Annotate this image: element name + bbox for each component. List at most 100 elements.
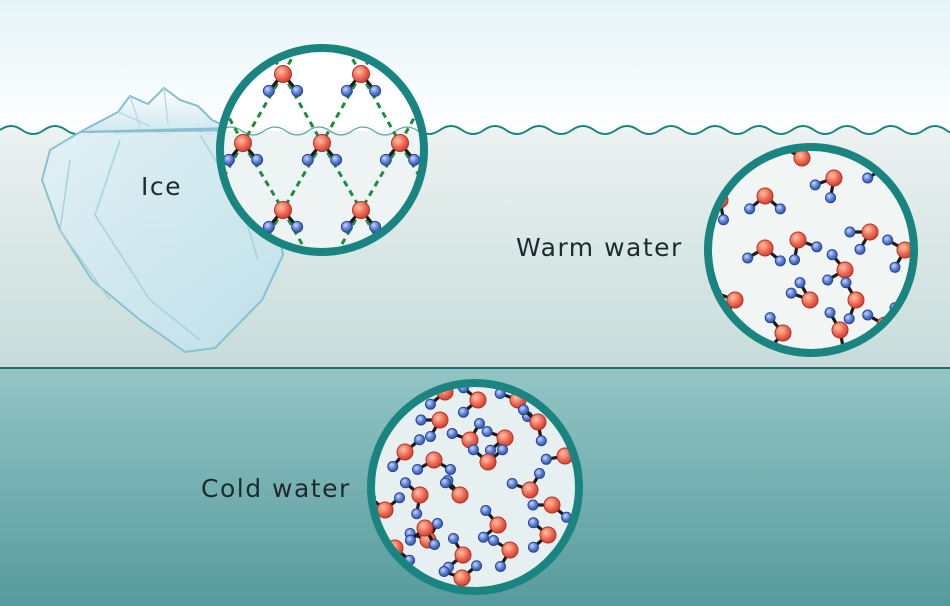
water-molecule: [262, 65, 304, 97]
water-molecule: [262, 201, 304, 233]
hydrogen-atom-icon: [448, 533, 459, 545]
oxygen-atom-icon: [831, 321, 849, 339]
water-molecule: [446, 418, 485, 449]
hydrogen-atom-icon: [411, 508, 423, 520]
hydrogen-atom-icon: [811, 241, 823, 253]
water-molecule: [340, 201, 382, 233]
water-molecule: [222, 134, 264, 166]
oxygen-atom-icon: [313, 134, 331, 152]
hydrogen-atom-icon: [774, 255, 786, 267]
oxygen-atom-icon: [789, 231, 807, 249]
hydrogen-atom-icon: [809, 179, 821, 191]
water-molecule: [438, 560, 483, 587]
oxygen-atom-icon: [376, 501, 394, 519]
oxygen-atom-icon: [847, 291, 865, 309]
hydrogen-atom-icon: [862, 309, 874, 321]
cold-water-zoom-circle: [367, 379, 583, 595]
water-molecule: [467, 444, 509, 471]
water-molecule: [527, 496, 573, 523]
water-molecule: [488, 535, 519, 572]
hydrogen-atom-icon: [488, 535, 500, 546]
oxygen-atom-icon: [825, 169, 843, 187]
hydrogen-atom-icon: [330, 153, 343, 166]
oxygen-atom-icon: [454, 546, 472, 564]
oxygen-atom-icon: [451, 486, 469, 504]
oxygen-atom-icon: [416, 519, 434, 537]
water-molecule: [764, 312, 792, 353]
oxygen-atom-icon: [501, 541, 519, 559]
hydrogen-atom-icon: [291, 84, 304, 97]
hydrogen-atom-icon: [506, 478, 518, 490]
water-molecule: [517, 404, 547, 447]
water-molecule: [506, 468, 545, 499]
oxygen-atom-icon: [274, 201, 292, 219]
oxygen-atom-icon: [352, 201, 370, 219]
water-molecule: [742, 239, 786, 267]
hydrogen-atom-icon: [843, 313, 855, 325]
oxygen-atom-icon: [469, 391, 487, 409]
hydrogen-atom-icon: [882, 234, 894, 246]
water-molecule: [379, 134, 421, 166]
oxygen-atom-icon: [234, 134, 252, 152]
hydrogen-atom-icon: [369, 220, 382, 233]
oxygen-atom-icon: [529, 413, 547, 431]
hydrogen-atom-icon: [425, 430, 436, 442]
water-molecule: [809, 169, 843, 204]
oxygen-atom-icon: [396, 443, 414, 461]
oxygen-atom-icon: [756, 187, 774, 205]
oxygen-atom-icon: [274, 65, 292, 83]
water-molecule: [844, 223, 879, 255]
hydrogen-atom-icon: [785, 287, 797, 299]
hydrogen-atom-icon: [527, 541, 539, 553]
water-molecule: [340, 65, 382, 97]
hydrogen-atom-icon: [789, 254, 801, 266]
water-molecule: [477, 504, 507, 543]
water-molecule: [840, 277, 865, 325]
hydrogen-atom-icon: [222, 153, 235, 166]
oxygen-atom-icon: [411, 486, 429, 504]
water-molecule: [439, 474, 469, 504]
oxygen-atom-icon: [543, 496, 561, 514]
oxygen-atom-icon: [453, 569, 471, 587]
hydrogen-atom-icon: [826, 249, 838, 261]
oxygen-atom-icon: [539, 526, 557, 544]
hydrogen-atom-icon: [301, 153, 314, 166]
water-molecule: [481, 426, 514, 456]
hydrogen-atom-icon: [387, 461, 399, 473]
oxygen-atom-icon: [489, 516, 507, 534]
hydrogen-atom-icon: [408, 153, 421, 166]
warm-water-label: Warm water: [516, 233, 683, 262]
water-molecule: [404, 519, 440, 550]
oxygen-atom-icon: [774, 324, 792, 342]
hydrogen-atom-icon: [527, 517, 539, 529]
hydrogen-bond: [241, 209, 285, 252]
hydrogen-bond: [241, 73, 285, 144]
hydrogen-atom-icon: [717, 214, 729, 226]
oxygen-atom-icon: [352, 65, 370, 83]
oxygen-atom-icon: [431, 411, 449, 429]
oxygen-atom-icon: [861, 223, 879, 241]
hydrogen-atom-icon: [474, 418, 485, 430]
ice-molecules: [222, 65, 421, 233]
hydrogen-bond: [320, 142, 363, 211]
hydrogen-bond: [281, 48, 324, 75]
hydrogen-atom-icon: [262, 84, 275, 97]
oxygen-atom-icon: [479, 453, 497, 471]
hydrogen-atom-icon: [774, 203, 786, 215]
hydrogen-atom-icon: [480, 504, 492, 516]
hydrogen-bond: [359, 209, 402, 252]
hydrogen-atom-icon: [744, 203, 756, 215]
hydrogen-bond: [359, 73, 402, 144]
oxygen-atom-icon: [836, 261, 854, 279]
hydrogen-atom-icon: [415, 414, 427, 426]
oxygen-atom-icon: [726, 291, 744, 309]
hydrogen-bond: [359, 142, 402, 211]
water-molecule: [457, 383, 487, 418]
hydrogen-atom-icon: [481, 426, 493, 438]
ice-label: Ice: [141, 172, 182, 201]
hydrogen-atom-icon: [439, 477, 451, 489]
water-molecule: [744, 187, 786, 215]
oxygen-atom-icon: [801, 291, 819, 309]
hydrogen-atom-icon: [369, 84, 382, 97]
hydrogen-atom-icon: [742, 252, 754, 264]
